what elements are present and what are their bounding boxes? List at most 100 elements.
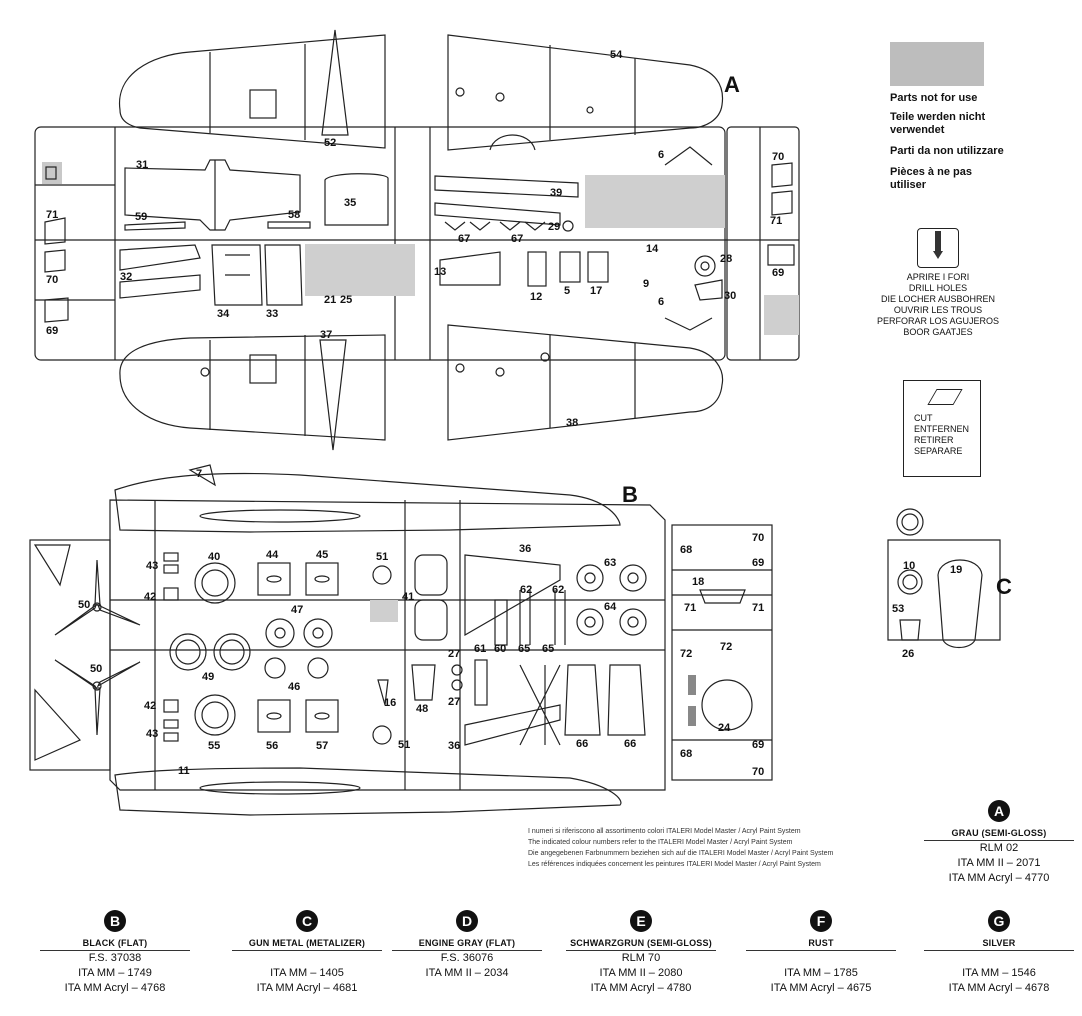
color-f: F Rust ITA MM – 1785 ITA MM Acryl – 4675 (746, 910, 896, 996)
part-11-fuselage (114, 767, 622, 816)
part-label: 14 (646, 243, 659, 255)
sprue-clear-frame (671, 524, 773, 781)
part-label: 71 (46, 209, 58, 221)
part-label: 24 (718, 722, 731, 734)
part-label: 65 (518, 643, 530, 655)
color-code (232, 951, 382, 966)
color-code: ITA MM Acryl – 4675 (770, 982, 872, 994)
not-for-use-de: Teile werden nicht verwendet (890, 111, 986, 136)
part-label: 69 (772, 267, 784, 279)
color-code: ITA MM Acryl – 4780 (590, 982, 692, 994)
part-number-labels: 54 52 31 59 58 35 39 29 67 67 70 71 69 7… (46, 49, 962, 778)
part-label: 54 (610, 49, 623, 61)
part-label: 16 (384, 697, 396, 709)
part-19-canopy (937, 559, 983, 649)
part-label: 45 (316, 549, 328, 561)
part-label: 38 (566, 417, 578, 429)
part-label: 33 (266, 308, 278, 320)
color-badge: E (630, 910, 652, 932)
part-label: 70 (772, 151, 784, 163)
part-label: 62 (520, 584, 532, 596)
drill-holes-legend: APRIRE I FORI DRILL HOLES DIE LOCHER AUS… (868, 228, 1008, 338)
note-en: The indicated colour numbers refer to th… (528, 839, 793, 846)
part-54-wing (447, 34, 724, 151)
part-label: 68 (680, 748, 692, 760)
color-c: C Gun Metal (Metalizer) ITA MM – 1405 IT… (232, 910, 382, 996)
color-g: G Silver ITA MM – 1546 ITA MM Acryl – 46… (924, 910, 1074, 996)
part-label: 60 (494, 643, 506, 655)
color-code: ITA MM – 1546 (962, 967, 1036, 979)
not-for-use-it: Parti da non utilizzare (890, 145, 1004, 157)
part-31-tailplane (124, 159, 301, 231)
not-for-use-en: Parts not for use (890, 92, 978, 104)
drill-it: APRIRE I FORI (906, 272, 970, 282)
part-label: 43 (146, 560, 158, 572)
not-for-use-swatch (890, 42, 984, 86)
part-label: 36 (448, 740, 460, 752)
part-label: 61 (474, 643, 486, 655)
part-label: 66 (624, 738, 636, 750)
part-label: 70 (752, 766, 764, 778)
not-for-use-fr: Pièces à ne pas utiliser (890, 166, 972, 191)
color-name: Black (Flat) (40, 934, 190, 951)
part-label: 43 (146, 728, 158, 740)
note-it: I numeri si riferiscono all assortimento… (528, 828, 801, 835)
color-code: RLM 70 (621, 952, 661, 964)
color-code: ITA MM Acryl – 4678 (948, 982, 1050, 994)
part-label: 69 (46, 325, 58, 337)
part-label: 44 (266, 549, 279, 561)
part-label: 9 (643, 278, 649, 290)
part-label: 53 (892, 603, 904, 615)
color-code: ITA MM II – 2080 (599, 967, 683, 979)
part-label: 55 (208, 740, 220, 752)
part-label: 36 (519, 543, 531, 555)
part-label: 25 (340, 294, 352, 306)
part-label: 62 (552, 584, 564, 596)
part-label: 59 (135, 211, 147, 223)
sprue-letter-a: A (724, 72, 740, 97)
part-label: 26 (902, 648, 914, 660)
part-7-fuselage (114, 472, 621, 533)
color-code: ITA MM Acryl – 4681 (256, 982, 358, 994)
color-name: Schwarzgrun (Semi-Gloss) (566, 934, 716, 951)
propeller-50-lower (54, 659, 141, 736)
sprue-b-left-frame (29, 539, 111, 771)
drill-nl: BOOR GAATJES (903, 327, 973, 337)
part-label: 71 (684, 602, 696, 614)
part-label: 17 (590, 285, 602, 297)
part-label: 18 (692, 576, 704, 588)
sprue-b-frame (109, 499, 666, 791)
part-label: 6 (658, 149, 664, 161)
part-label: 72 (720, 641, 732, 653)
part-label: 67 (458, 233, 470, 245)
part-label: 49 (202, 671, 214, 683)
color-code: ITA MM II – 2034 (425, 967, 509, 979)
part-label: 27 (448, 696, 460, 708)
part-label: 5 (564, 285, 570, 297)
drill-fr: OUVRIR LES TROUS (893, 305, 983, 315)
color-code: ITA MM Acryl – 4768 (64, 982, 166, 994)
part-label: 72 (680, 648, 692, 660)
sprue-a-frame (34, 126, 726, 361)
part-label: 71 (752, 602, 764, 614)
part-label: 12 (530, 291, 542, 303)
part-label: 10 (903, 560, 915, 572)
part-label: 50 (78, 599, 90, 611)
drill-es: PERFORAR LOS AGUJEROS (876, 316, 1000, 326)
part-label: 64 (604, 601, 617, 613)
cut-en: CUT (914, 413, 933, 423)
part-label: 31 (136, 159, 148, 171)
note-de: Die angegebenen Farbnummern beziehen sic… (528, 850, 834, 857)
cut-it: SEPARARE (914, 446, 963, 456)
color-code: ITA MM – 1749 (78, 967, 152, 979)
part-label: 63 (604, 557, 616, 569)
paint-note: I numeri si riferiscono all assortimento… (528, 826, 928, 870)
part-label: 51 (398, 739, 410, 751)
part-label: 51 (376, 551, 388, 563)
drill-icon (917, 228, 959, 268)
cut-legend: CUT ENTFERNEN RETIRER SEPARARE (903, 380, 981, 477)
part-label: 42 (144, 591, 156, 603)
sprue-letter-b: B (622, 482, 638, 507)
part-label: 30 (724, 290, 736, 302)
part-label: 28 (720, 253, 732, 265)
